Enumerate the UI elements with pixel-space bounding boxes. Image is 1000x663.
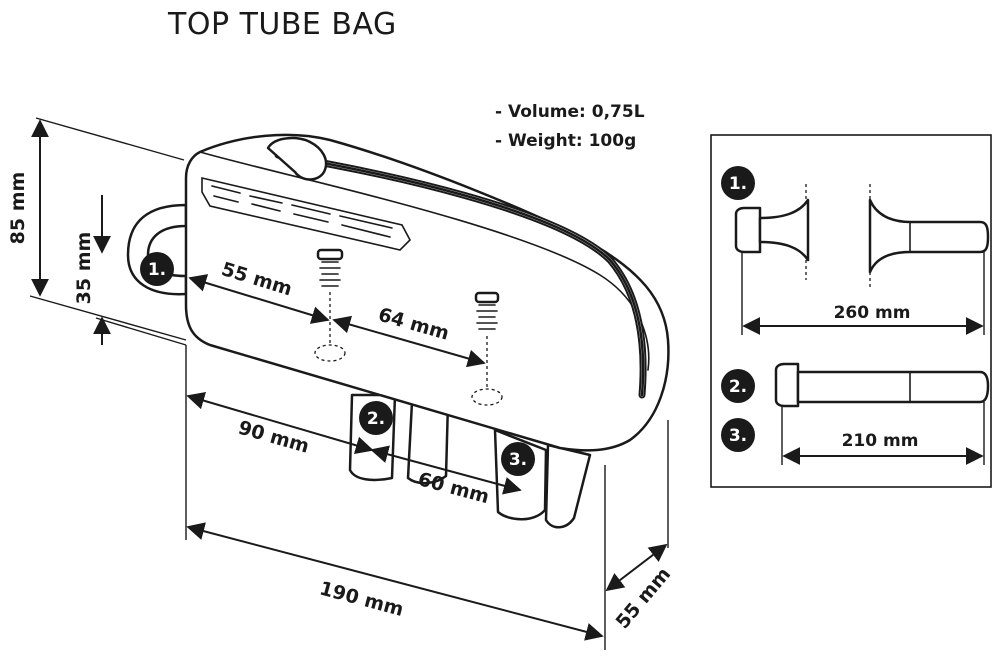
badge-strap-2: 2. (359, 401, 393, 435)
strap-1-right (868, 198, 990, 274)
badge-panel-strap-1: 1. (721, 166, 755, 200)
strap-23-length: 210 mm (842, 431, 919, 451)
svg-text:2.: 2. (729, 377, 747, 397)
spec-volume: - Volume: 0,75L (495, 102, 645, 122)
dim-height-total: 85 mm (7, 172, 29, 245)
svg-text:3.: 3. (509, 450, 527, 470)
strap-1-length: 260 mm (834, 303, 911, 323)
badge-panel-strap-3: 3. (721, 418, 755, 452)
strap-1-buckle (734, 206, 762, 254)
bolt-2 (471, 291, 503, 406)
diagram-title: TOP TUBE BAG (167, 7, 397, 42)
zipper-pull (266, 136, 328, 181)
badge-strap-3: 3. (501, 442, 535, 476)
bottom-strap-right-b (544, 443, 592, 529)
dim-length: 190 mm (317, 577, 406, 620)
strap-23-buckle (774, 362, 800, 408)
dim-line-bolt-spacing (332, 315, 486, 368)
svg-text:1.: 1. (729, 174, 747, 194)
bag-illustration (126, 133, 670, 529)
dim-line-length (186, 522, 604, 641)
strap-panel: 1. 260 mm 2. 3. 210 mm (710, 134, 992, 488)
dim-line-strap-spacing (370, 445, 522, 495)
dim-front-to-strap: 90 mm (236, 417, 312, 458)
badge-panel-strap-2: 2. (721, 369, 755, 403)
bolt-1 (314, 248, 346, 362)
dim-height-small: 35 mm (73, 232, 95, 305)
spec-weight: - Weight: 100g (495, 131, 636, 151)
bag-body (184, 133, 670, 452)
dim-width: 55 mm (612, 563, 676, 633)
svg-text:3.: 3. (729, 426, 747, 446)
dim-line-front-to-strap (186, 391, 374, 455)
strap-1-left (758, 198, 810, 262)
badge-strap-1: 1. (140, 252, 174, 286)
dim-line-strap-offset (188, 274, 330, 324)
svg-text:1.: 1. (148, 260, 166, 280)
strap-23-body (796, 370, 990, 404)
svg-text:2.: 2. (367, 409, 385, 429)
logo-band (201, 176, 411, 251)
dim-strap-spacing: 60 mm (416, 468, 492, 508)
dim-line-width (605, 543, 668, 592)
